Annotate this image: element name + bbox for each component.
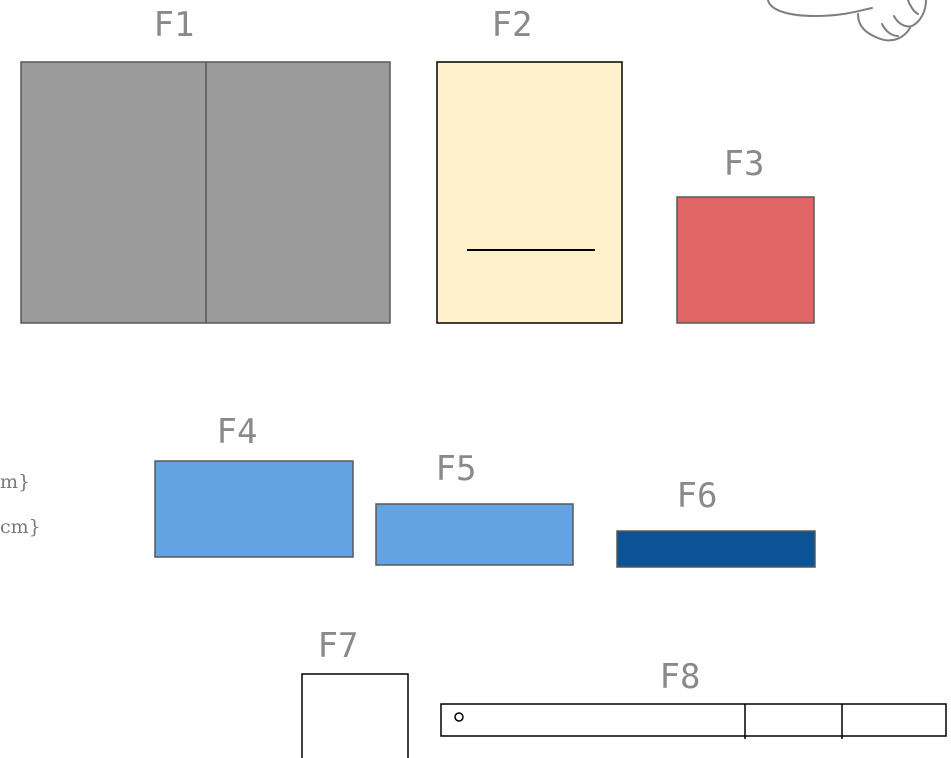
figure-f5-blue-rect — [376, 504, 573, 565]
side-text-2: cm} — [0, 516, 41, 538]
figure-f2-cream-rect — [437, 62, 622, 323]
figure-f8-white-strip — [441, 704, 946, 736]
label-f8: F8 — [660, 657, 701, 697]
label-f2: F2 — [492, 5, 533, 45]
figure-f8-small-circle — [455, 713, 463, 721]
label-f3: F3 — [724, 144, 765, 184]
figure-f6-dark-blue-strip — [617, 531, 815, 567]
label-f7: F7 — [318, 626, 359, 666]
side-text-1: m} — [0, 471, 30, 493]
label-f5: F5 — [436, 449, 477, 489]
figure-f4-blue-rect — [155, 461, 353, 557]
figure-f7-white-rect — [302, 674, 408, 758]
label-f1: F1 — [154, 5, 195, 45]
label-f6: F6 — [677, 476, 718, 516]
label-f4: F4 — [217, 412, 258, 452]
figure-f3-red-square — [677, 197, 814, 323]
hand-drawing-icon — [768, 0, 926, 40]
